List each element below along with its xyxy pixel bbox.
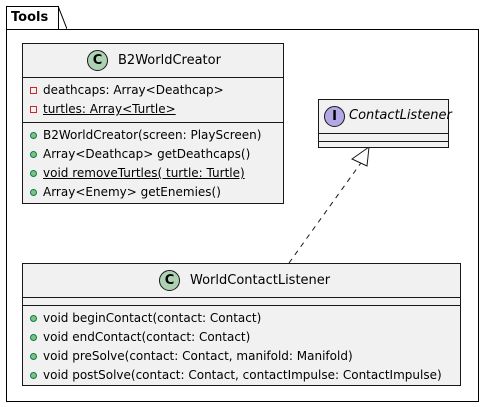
interface-divider (319, 133, 448, 134)
public-visibility-icon (30, 151, 37, 158)
interface-name: ContactListener (349, 108, 452, 123)
package-tab-corner (58, 6, 67, 29)
realization-line (288, 159, 364, 264)
member-text: turtles: Array<Turtle> (43, 102, 176, 116)
class-b2worldcreator[interactable]: C B2WorldCreator deathcaps: Array<Deathc… (22, 43, 284, 204)
member-row: void preSolve(contact: Contact, manifold… (23, 347, 460, 366)
class-name: B2WorldCreator (118, 53, 221, 68)
member-text: void beginContact(contact: Contact) (43, 311, 262, 325)
public-visibility-icon (30, 372, 37, 379)
class-divider (23, 297, 460, 298)
fields-section (319, 134, 448, 141)
class-stereotype-icon: C (159, 270, 180, 291)
class-header: C B2WorldCreator (23, 44, 283, 77)
private-visibility-icon (30, 106, 37, 113)
public-visibility-icon (30, 315, 37, 322)
class-header: C WorldContactListener (23, 264, 460, 297)
member-row: void beginContact(contact: Contact) (23, 309, 460, 328)
interface-contactlistener[interactable]: I ContactListener (318, 99, 452, 148)
class-divider (23, 77, 283, 78)
fields-section (23, 298, 460, 305)
member-text: void endContact(contact: Contact) (43, 330, 251, 344)
member-text: void postSolve(contact: Contact, contact… (43, 368, 442, 382)
member-row: deathcaps: Array<Deathcap> (23, 81, 283, 100)
package-name: Tools (11, 10, 49, 25)
class-divider (23, 305, 460, 306)
interface-divider (319, 141, 448, 142)
member-row: Array<Enemy> getEnemies() (23, 183, 283, 202)
public-visibility-icon (30, 334, 37, 341)
public-visibility-icon (30, 353, 37, 360)
member-text: B2WorldCreator(screen: PlayScreen) (43, 128, 262, 142)
member-text: void preSolve(contact: Contact, manifold… (43, 349, 353, 363)
public-visibility-icon (30, 189, 37, 196)
class-divider (23, 122, 283, 123)
public-visibility-icon (30, 170, 37, 177)
member-text: Array<Enemy> getEnemies() (43, 185, 221, 199)
member-text: Array<Deathcap> getDeathcaps() (43, 147, 251, 161)
member-row: void postSolve(contact: Contact, contact… (23, 366, 460, 385)
methods-section: B2WorldCreator(screen: PlayScreen) Array<… (23, 123, 283, 205)
interface-stereotype-icon: I (324, 106, 345, 127)
class-stereotype-icon: C (87, 50, 108, 71)
methods-section: void beginContact(contact: Contact) void … (23, 306, 460, 388)
private-visibility-icon (30, 87, 37, 94)
class-worldcontactlistener[interactable]: C WorldContactListener void beginContact… (22, 263, 461, 386)
member-row: Array<Deathcap> getDeathcaps() (23, 145, 283, 164)
realization-arrowhead (351, 145, 370, 167)
class-name: WorldContactListener (190, 273, 331, 288)
member-row: turtles: Array<Turtle> (23, 100, 283, 119)
interface-header: I ContactListener (319, 100, 452, 133)
member-text: void removeTurtles( turtle: Turtle) (43, 166, 245, 180)
member-row: B2WorldCreator(screen: PlayScreen) (23, 126, 283, 145)
fields-section: deathcaps: Array<Deathcap> turtles: Array… (23, 78, 283, 122)
member-row: void endContact(contact: Contact) (23, 328, 460, 347)
public-visibility-icon (30, 132, 37, 139)
member-row: void removeTurtles( turtle: Turtle) (23, 164, 283, 183)
member-text: deathcaps: Array<Deathcap> (43, 83, 224, 97)
